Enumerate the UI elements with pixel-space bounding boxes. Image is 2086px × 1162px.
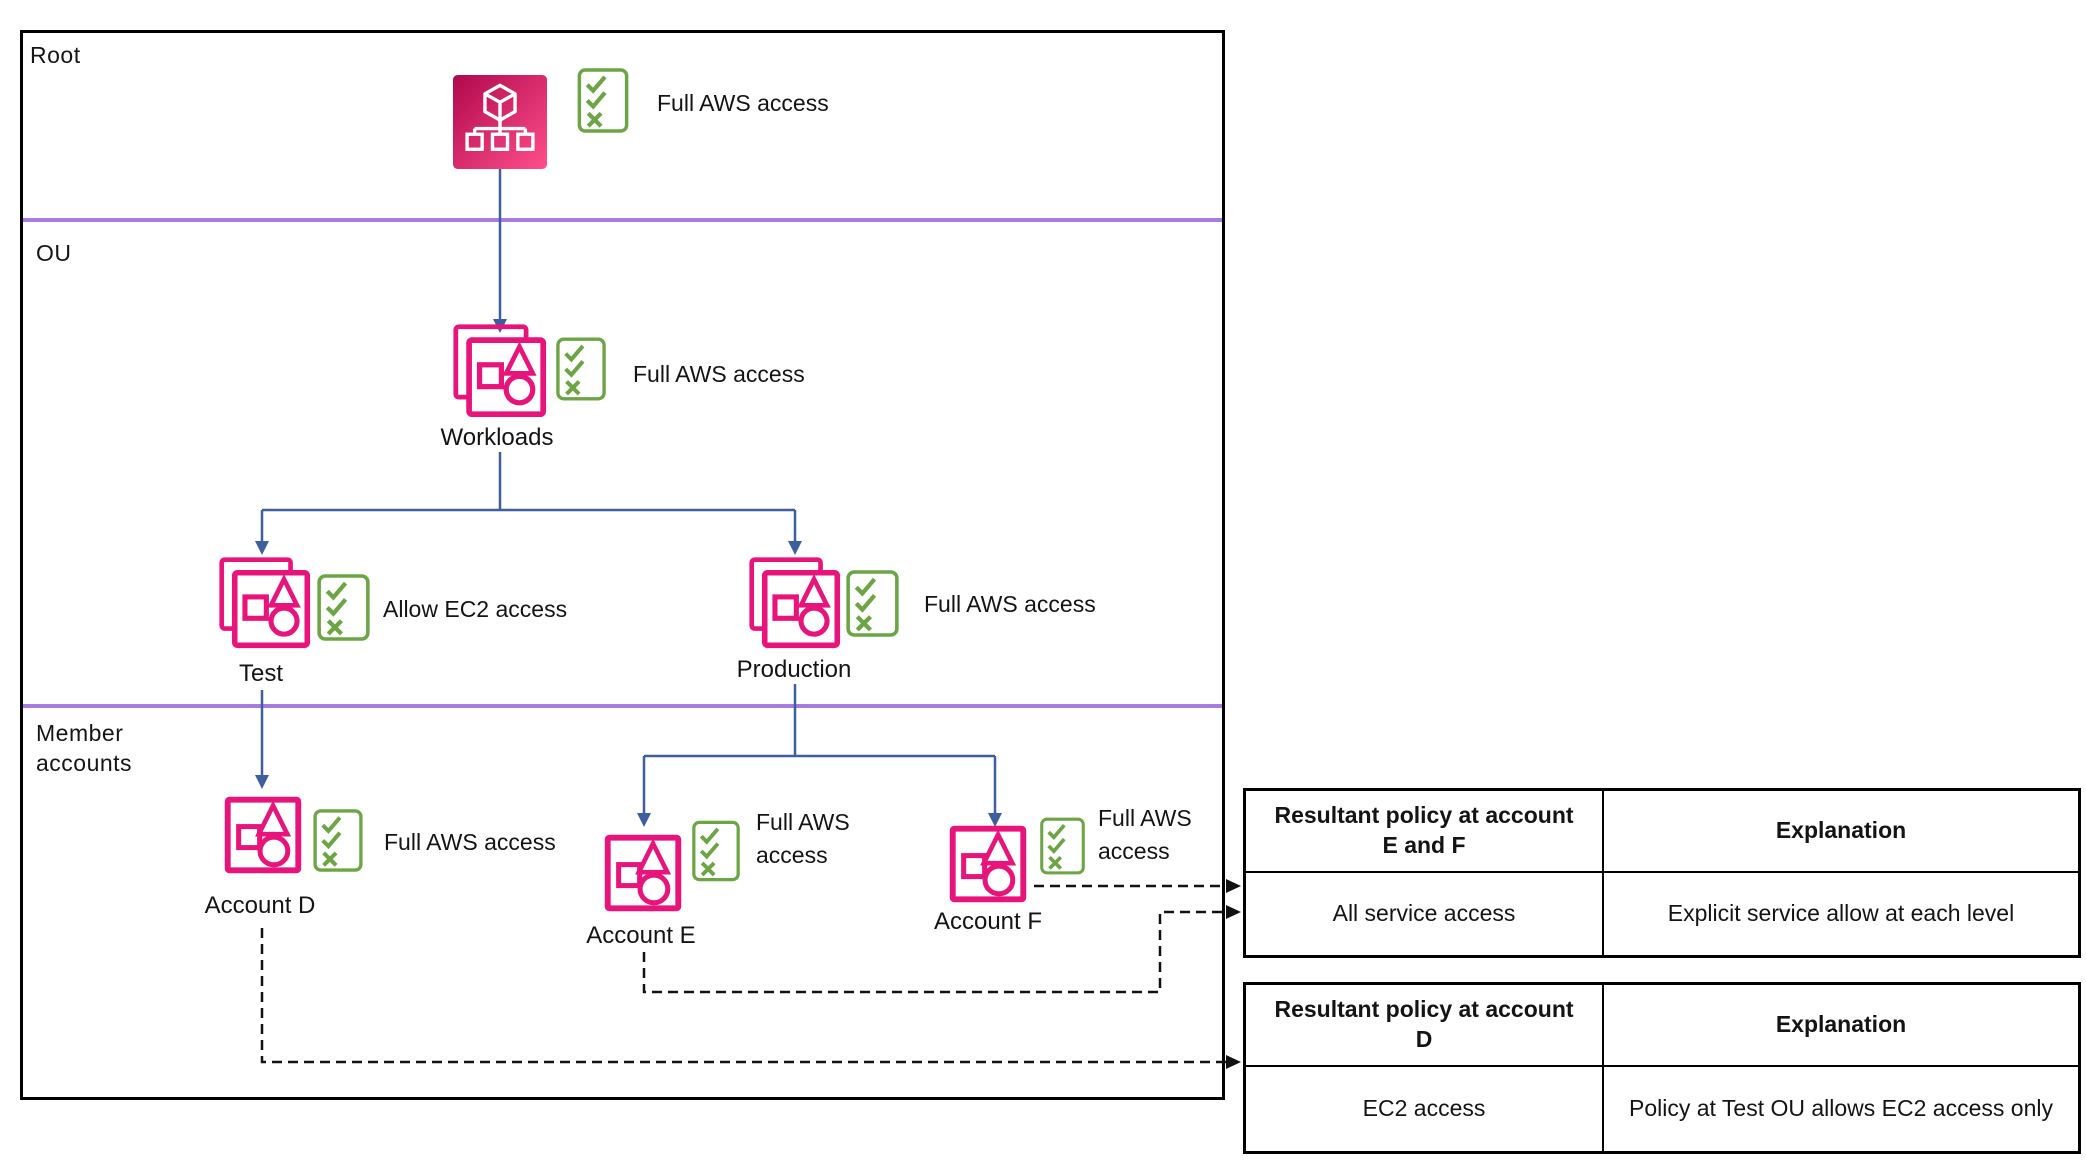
ou-icon	[218, 556, 311, 649]
production-label: Production	[736, 656, 852, 683]
production-policy-text: Full AWS access	[924, 591, 1096, 617]
workloads-label: Workloads	[440, 424, 554, 451]
table-d-cell-policy: EC2 access	[1246, 1065, 1604, 1151]
policy-checklist-icon	[313, 809, 363, 872]
table-d-cell-explanation: Policy at Test OU allows EC2 access only	[1604, 1065, 2078, 1151]
account-f-policy-text: Full AWS access	[1098, 805, 1192, 864]
table-ef-cell-explanation: Explicit service allow at each level	[1604, 871, 2078, 955]
policy-checklist-icon	[556, 337, 606, 401]
organization-boundary-box	[20, 30, 1225, 1100]
section-label-ou: OU	[36, 240, 72, 266]
policy-checklist-icon	[316, 574, 371, 641]
root-policy-text: Full AWS access	[657, 90, 829, 116]
ou-icon	[452, 323, 547, 418]
table-ef-header-policy: Resultant policy at account E and F	[1246, 791, 1604, 871]
test-policy-text: Allow EC2 access	[383, 596, 568, 622]
resultant-policy-table-ef: Resultant policy at account E and F Expl…	[1243, 788, 2081, 958]
dashed-arrowhead-d	[1226, 1055, 1241, 1069]
policy-checklist-icon	[846, 570, 899, 637]
account-d-policy-text: Full AWS access	[384, 829, 556, 855]
ou-icon	[748, 556, 841, 649]
table-d-header-policy: Resultant policy at account D	[1246, 985, 1604, 1065]
dashed-arrowhead-f	[1226, 879, 1241, 893]
policy-checklist-icon	[1040, 817, 1085, 875]
policy-checklist-icon	[692, 820, 740, 882]
policy-checklist-icon	[577, 68, 629, 133]
account-f-label: Account F	[933, 908, 1043, 935]
account-d-label: Account D	[204, 892, 316, 919]
account-e-policy-text: Full AWS access	[756, 809, 850, 868]
organizations-root-icon	[453, 75, 547, 169]
table-d-header-explanation: Explanation	[1775, 1011, 1907, 1038]
section-label-member-accounts: Member accounts	[36, 720, 133, 776]
test-label: Test	[238, 660, 284, 687]
workloads-policy-text: Full AWS access	[633, 361, 805, 387]
table-ef-cell-policy: All service access	[1246, 871, 1604, 955]
dashed-arrowhead-e	[1226, 905, 1241, 919]
account-icon	[946, 822, 1030, 906]
account-icon	[601, 831, 685, 915]
account-e-label: Account E	[586, 922, 696, 949]
account-icon	[221, 793, 305, 877]
section-label-root: Root	[30, 42, 81, 68]
resultant-policy-table-d: Resultant policy at account D Explanatio…	[1243, 982, 2081, 1154]
table-ef-header-explanation: Explanation	[1775, 817, 1907, 844]
